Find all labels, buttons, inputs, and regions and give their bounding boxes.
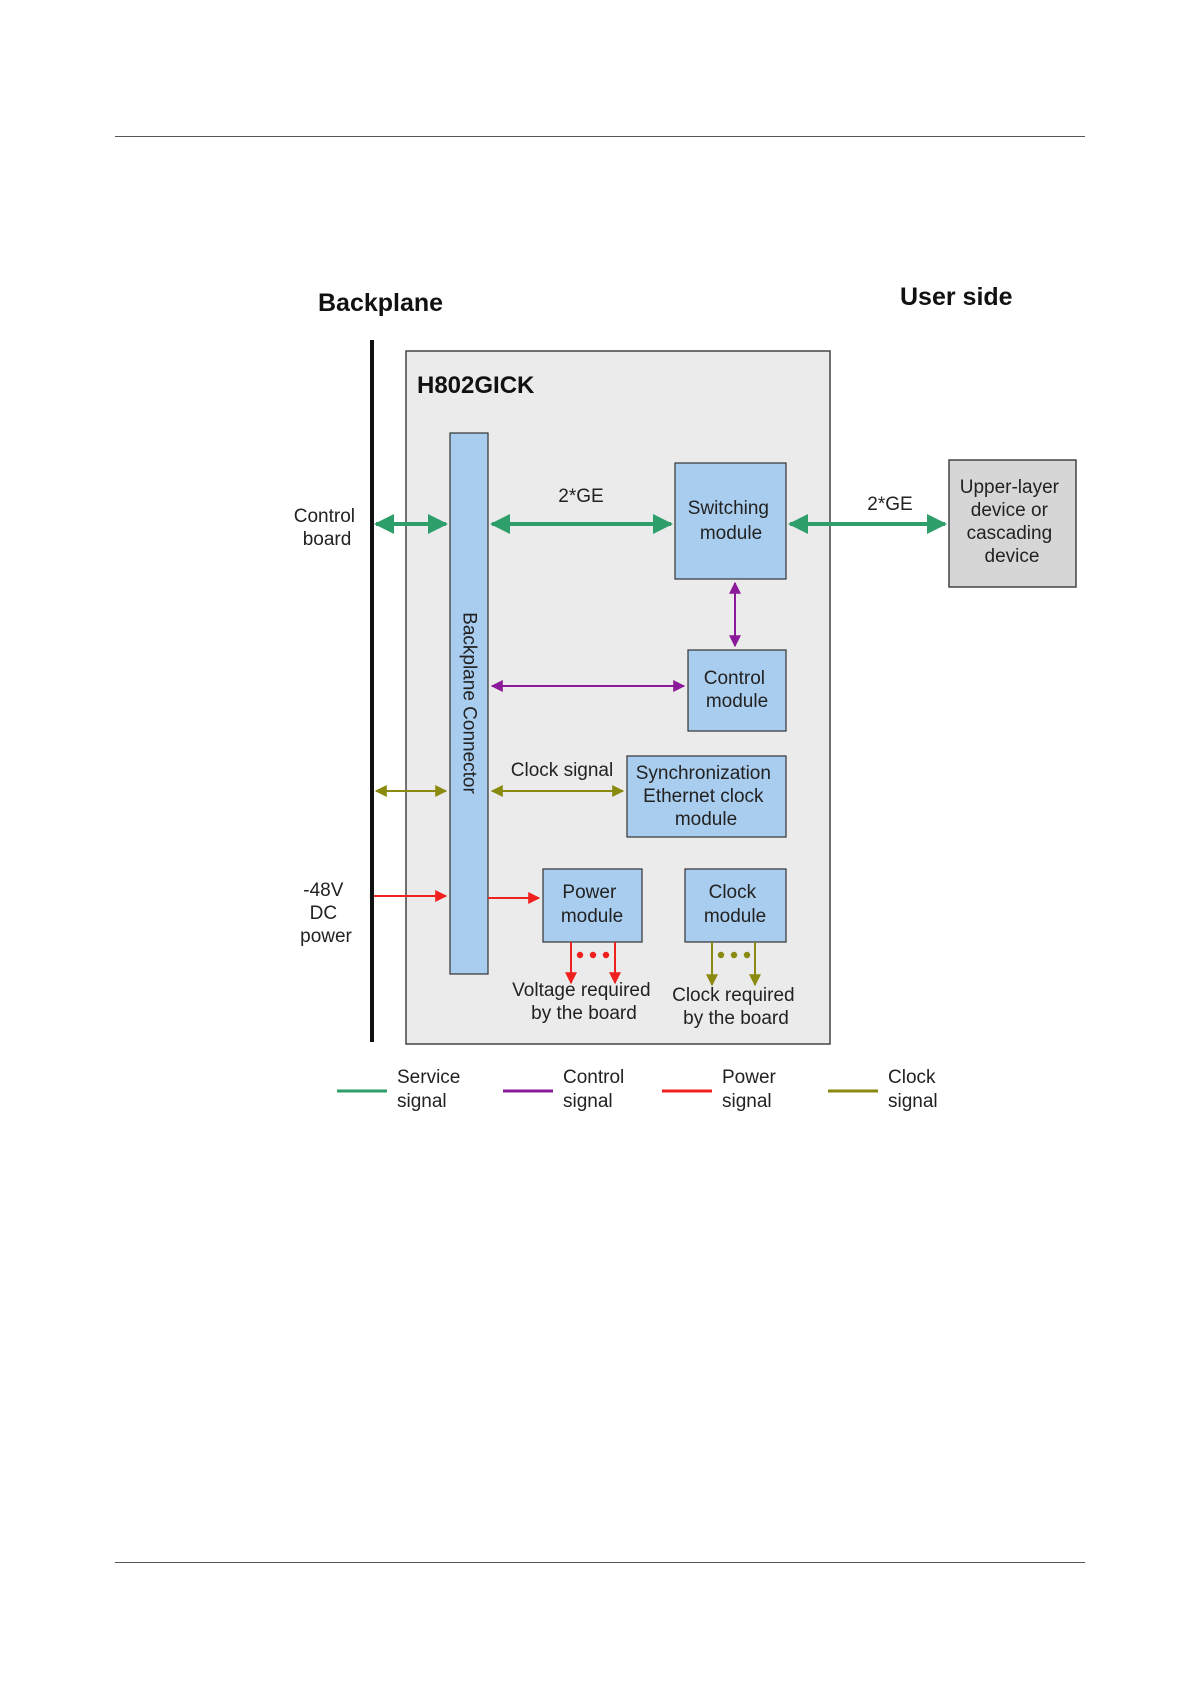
sync-ethernet-clock-module: [626, 755, 787, 838]
legend-item-power: Power signal: [662, 1067, 781, 1112]
legend: Service signal Control signal Power sign…: [337, 1067, 941, 1112]
legend-item-service: Service signal: [337, 1067, 466, 1112]
clock-signal-label: Clock signal: [511, 760, 613, 781]
upper-layer-device: [948, 459, 1077, 588]
clock-output-ellipsis: [717, 951, 751, 959]
backplane-heading: Backplane: [318, 289, 443, 317]
backplane-connector: [449, 432, 489, 975]
legend-label-service: Service signal: [397, 1067, 466, 1112]
legend-label-control: Control signal: [563, 1067, 630, 1112]
upper-layer-device-label: Upper-layer device or cascading device: [960, 477, 1065, 567]
control-board-label: Control board: [294, 506, 361, 550]
voltage-output-label: Voltage required by the board: [512, 980, 656, 1024]
legend-label-clock: Clock signal: [888, 1067, 941, 1112]
board-name: H802GICK: [417, 372, 535, 399]
switching-module: [674, 462, 787, 580]
legend-item-clock: Clock signal: [828, 1067, 941, 1112]
voltage-output-ellipsis: [576, 951, 610, 959]
clock-module: [684, 868, 787, 943]
power-module: [542, 868, 643, 943]
dc-power-label: -48V DC power: [300, 880, 352, 947]
clock-output-label: Clock required by the board: [672, 985, 800, 1029]
control-module: [687, 649, 787, 732]
ge-internal-label: 2*GE: [558, 486, 603, 507]
power-module-label: Power module: [561, 882, 623, 927]
header-rule: [115, 136, 1085, 137]
ge-external-label: 2*GE: [867, 494, 912, 515]
footer-rule: [115, 1562, 1085, 1563]
sync-ethernet-clock-module-label: Synchronization Ethernet clock module: [636, 763, 776, 830]
backplane-connector-label: Backplane Connector: [459, 612, 480, 794]
switching-module-label: Switching module: [688, 498, 775, 544]
clock-module-label: Clock module: [704, 882, 766, 927]
control-module-label: Control module: [704, 668, 771, 712]
legend-label-power: Power signal: [722, 1067, 781, 1112]
legend-item-control: Control signal: [503, 1067, 630, 1112]
user-side-heading: User side: [900, 283, 1013, 311]
